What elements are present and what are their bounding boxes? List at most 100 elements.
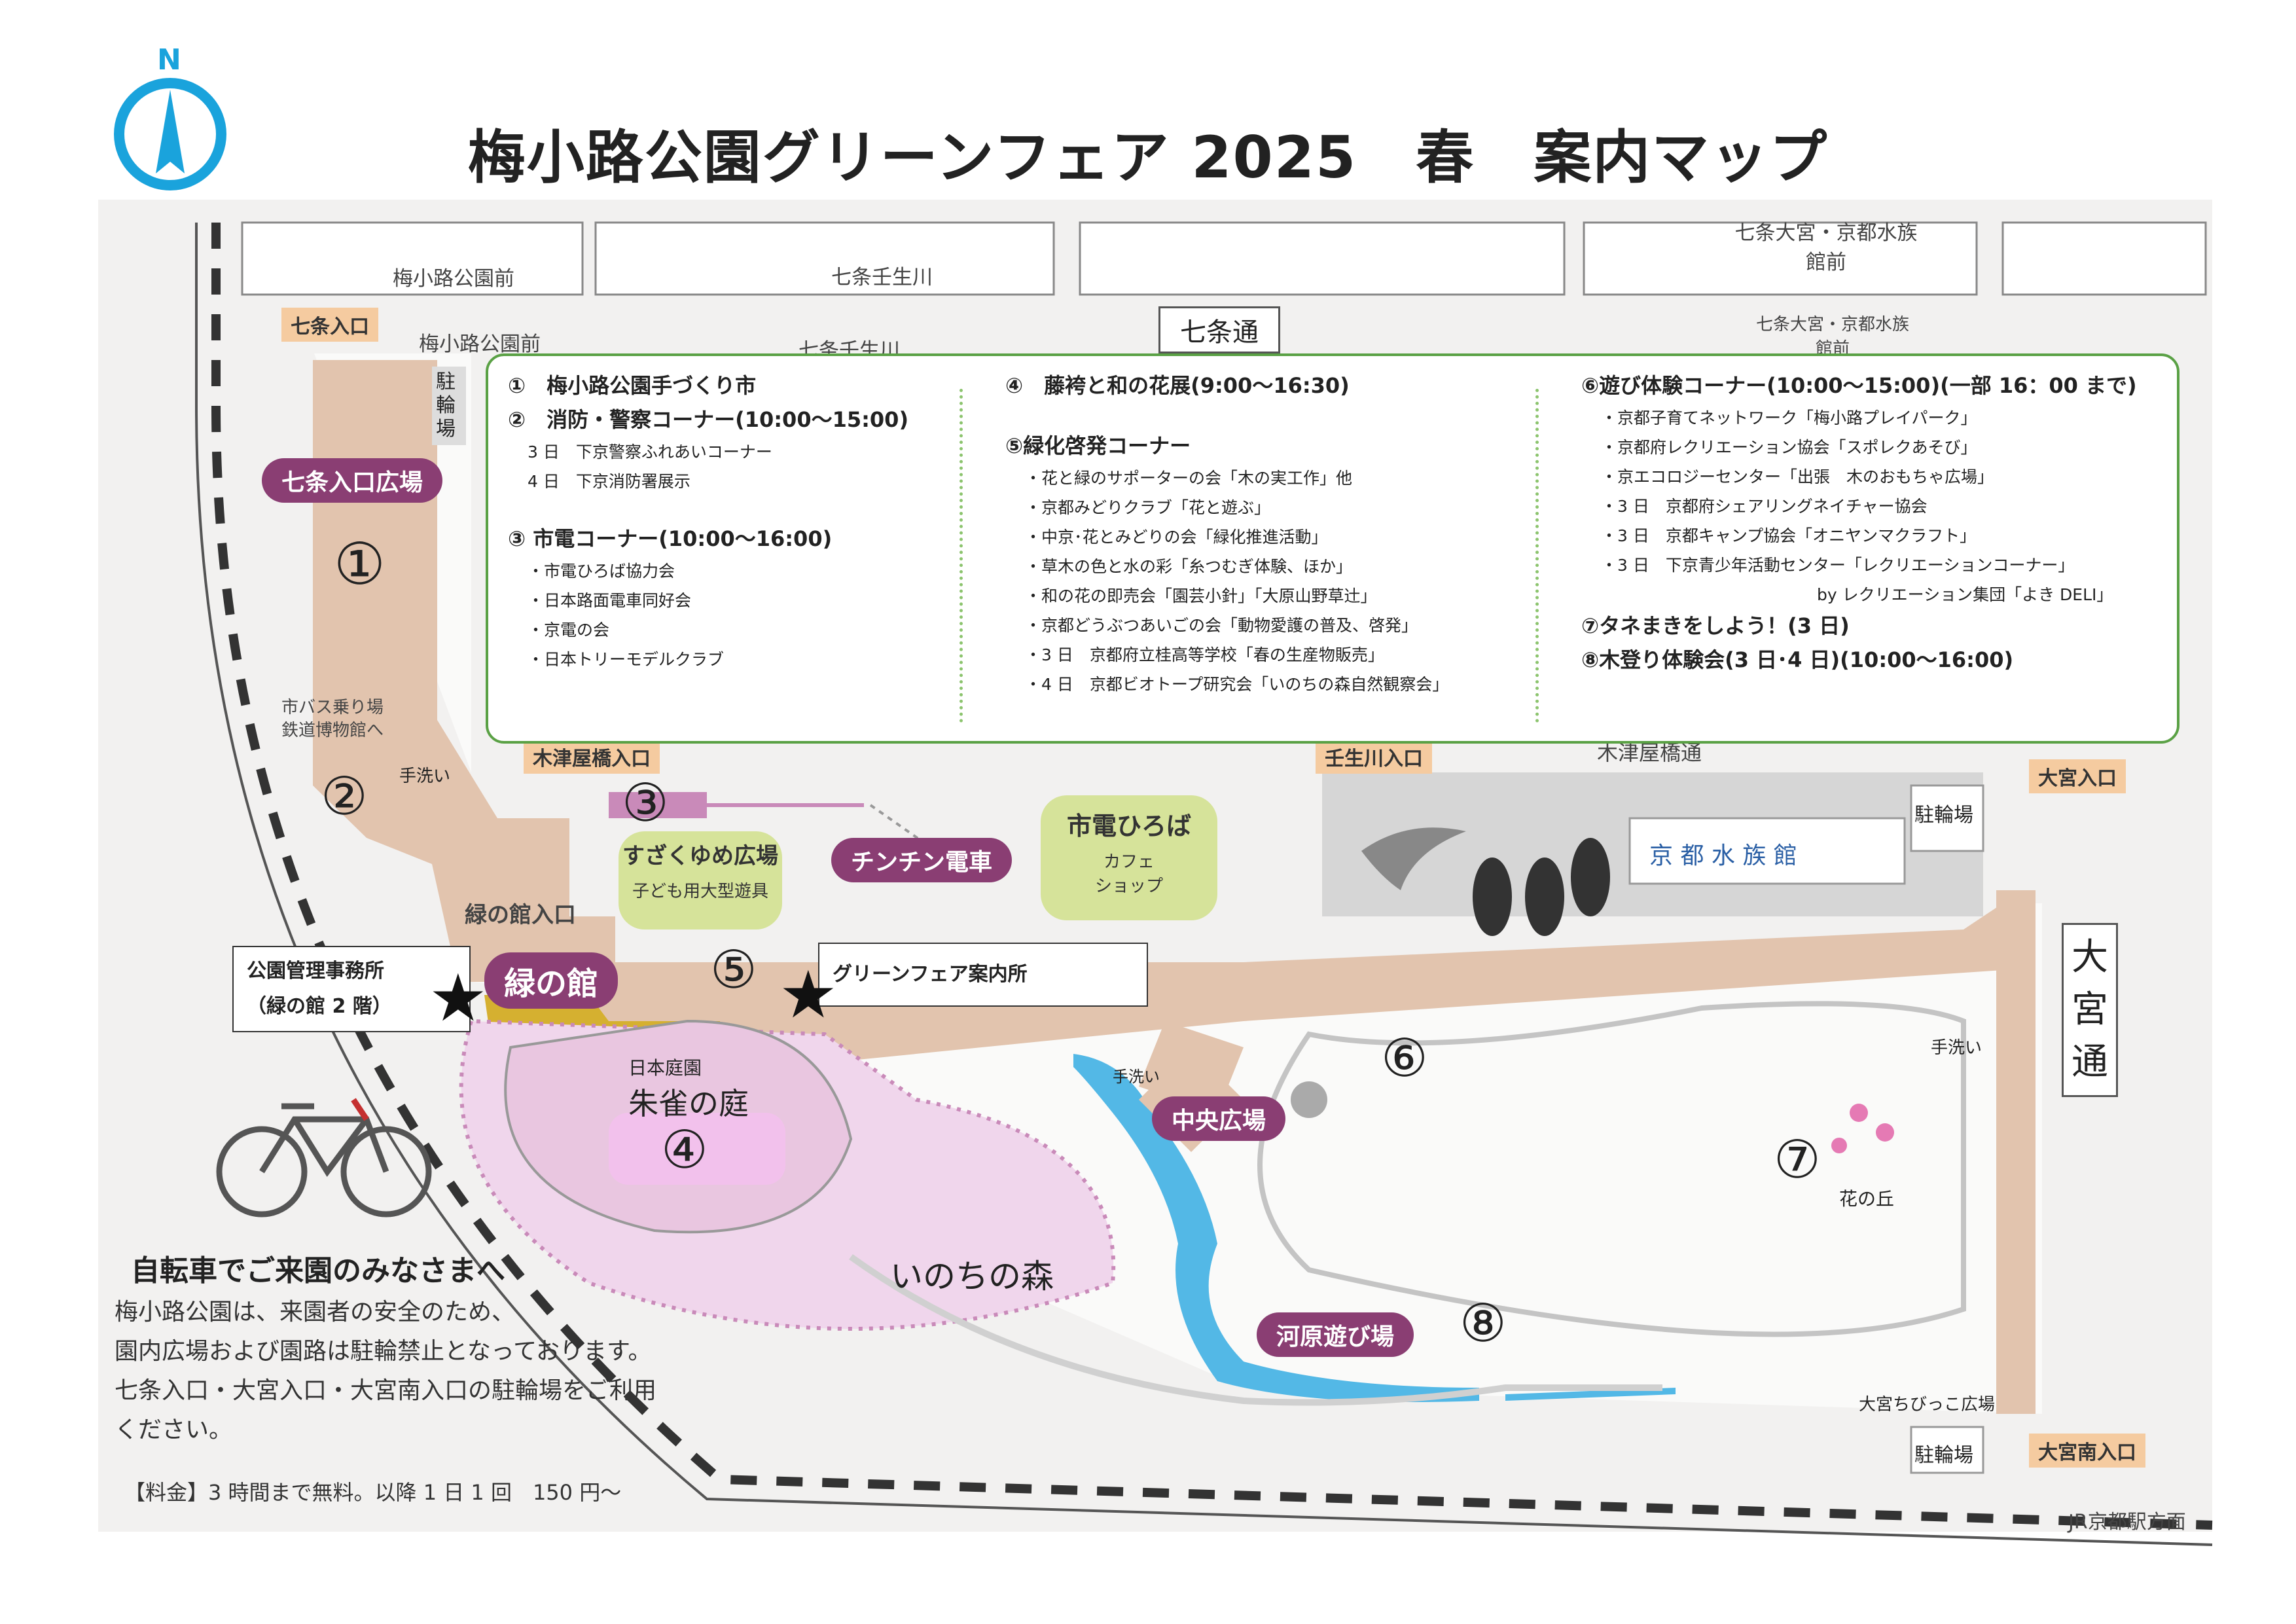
plaza-shichijo: 七条入口広場 xyxy=(262,458,443,503)
entrance-omiya-south: 大宮南入口 xyxy=(2029,1434,2145,1468)
north-label: N xyxy=(157,43,181,77)
legend-item: ・3 日 下京青少年活動センター「レクリエーションコーナー」 xyxy=(1601,556,2075,575)
plaza-chinchin: チンチン電車 xyxy=(831,838,1013,882)
office-line2: （緑の館 2 階） xyxy=(247,995,392,1018)
legend-heading: ④ 藤袴と和の花展(9:00～16:30) xyxy=(1005,373,1350,398)
aquarium-label: 京 都 水 族 館 xyxy=(1649,842,1797,869)
entrance-midori: 緑の館入口 xyxy=(465,902,576,928)
legend-divider xyxy=(960,389,963,723)
entrance-shichijo: 七条入口 xyxy=(281,308,378,342)
bus-museum-line2: 鉄道博物館へ xyxy=(281,721,384,740)
bicycle-icon xyxy=(216,1098,432,1218)
marker-4: ④ xyxy=(661,1119,708,1180)
jr-label: JR京都駅方面 xyxy=(2068,1511,2186,1534)
bus-stop-label: 梅小路公園前 xyxy=(393,267,514,291)
legend-item: ・3 日 京都キャンプ協会「オニヤンマクラフト」 xyxy=(1601,526,1977,545)
legend-heading: ③ 市電コーナー(10:00～16:00) xyxy=(508,526,833,551)
legend-item: ・草木の色と水の彩「糸つむぎ体験、ほか」 xyxy=(1025,557,1353,576)
plaza-kawara: 河原遊び場 xyxy=(1257,1312,1414,1357)
legend-col-1: ① 梅小路公園手づくり市 ② 消防・警察コーナー(10:00～15:00) 3 … xyxy=(508,369,908,674)
info-note: グリーンフェア案内所 xyxy=(818,943,1148,1007)
legend-item: ・市電ひろば協力会 xyxy=(528,562,675,581)
suzaku-plaza-sub: 子ども用大型遊具 xyxy=(632,882,768,901)
entrance-omiya: 大宮入口 xyxy=(2029,759,2126,793)
bicycle-fee: 【料金】3 時間まで無料。以降 1 日 1 回 150 円～ xyxy=(124,1480,622,1505)
entrance-mibu: 壬生川入口 xyxy=(1316,740,1432,774)
marker-6: ⑥ xyxy=(1381,1028,1428,1089)
legend-item: by レクリエーション集団「よき DELI」 xyxy=(1817,585,2113,604)
shiden-hiroba: 市電ひろば カフェ ショップ xyxy=(1041,795,1217,920)
office-line1: 公園管理事務所 xyxy=(247,960,384,983)
marker-2: ② xyxy=(321,766,368,827)
legend-item: ・京エコロジーセンター「出張 木のおもちゃ広場」 xyxy=(1601,467,1994,486)
legend-item: ・和の花の即売会「園芸小針」「大原山野草辻」 xyxy=(1025,586,1377,605)
legend-item: ・中京･花とみどりの会「緑化推進活動」 xyxy=(1025,528,1328,547)
bicycle-line: 園内広場および園路は駐輪禁止となっております。 xyxy=(115,1338,652,1365)
marker-5: ⑤ xyxy=(710,939,757,1000)
event-legend: ① 梅小路公園手づくり市 ② 消防・警察コーナー(10:00～15:00) 3 … xyxy=(486,353,2179,744)
restroom-label: 手洗い xyxy=(1113,1068,1160,1086)
road-label-bottom: 木津屋橋通 xyxy=(1597,740,1702,765)
restroom-label: 手洗い xyxy=(1931,1038,1982,1058)
bicycle-heading: 自転車でご来園のみなさまへ xyxy=(131,1254,505,1288)
bicycle-line: ください。 xyxy=(115,1416,233,1443)
shiden-hiroba-sub1: カフェ xyxy=(1103,852,1155,872)
bus-stop-label: 梅小路公園前 xyxy=(419,333,541,356)
legend-heading: ⑥遊び体験コーナー(10:00～15:00)(一部 16：00 まで) xyxy=(1581,373,2137,398)
garden-sub: 日本庭園 xyxy=(628,1057,702,1079)
restroom-label: 手洗い xyxy=(399,767,451,786)
legend-item: 3 日 下京警察ふれあいコーナー xyxy=(528,442,772,461)
bus-stop-label: 七条大宮・京都水族館前 xyxy=(1755,315,1909,359)
legend-heading: ② 消防・警察コーナー(10:00～15:00) xyxy=(508,407,909,432)
road-label-top: 七条通 xyxy=(1158,306,1280,353)
bicycle-line: 梅小路公園は、来園者の安全のため、 xyxy=(115,1299,516,1326)
building-midori: 緑の館 xyxy=(484,952,619,1009)
marker-7: ⑦ xyxy=(1774,1129,1821,1190)
bicycle-line: 七条入口・大宮入口・大宮南入口の駐輪場をご利用 xyxy=(115,1377,657,1404)
bus-stop-label: 七条大宮・京都水族館前 xyxy=(1734,221,1918,274)
marker-8: ⑧ xyxy=(1460,1293,1507,1354)
legend-item: ・日本路面電車同好会 xyxy=(528,591,692,610)
legend-item: ・京都府レクリエーション協会「スポレクあそび」 xyxy=(1601,438,1977,457)
suzaku-plaza-name: すざくゆめ広場 xyxy=(622,843,778,869)
legend-item: ・日本トリーモデルクラブ xyxy=(528,650,725,669)
garden-name: 朱雀の庭 xyxy=(628,1086,749,1121)
plaza-central: 中央広場 xyxy=(1152,1096,1286,1141)
legend-item: ・京都子育てネットワーク「梅小路プレイパーク」 xyxy=(1601,408,1977,427)
legend-item: ・3 日 京都府立桂高等学校「春の生産物販売」 xyxy=(1025,645,1384,664)
legend-item: ・京電の会 xyxy=(528,621,610,640)
marker-1: ① xyxy=(334,530,386,598)
legend-col-2: ④ 藤袴と和の花展(9:00～16:30) ⑤緑化啓発コーナー ・花と緑のサポー… xyxy=(1005,369,1448,699)
legend-heading: ① 梅小路公園手づくり市 xyxy=(508,373,757,398)
bus-stop-label: 七条壬生川 xyxy=(831,266,933,289)
page-title: 梅小路公園グリーンフェア 2025 春 案内マップ xyxy=(467,124,1829,191)
shiden-hiroba-sub2: ショップ xyxy=(1094,876,1163,896)
parking-label: 駐輪場 xyxy=(432,367,466,445)
legend-item: 4 日 下京消防署展示 xyxy=(528,472,691,491)
legend-item: ・花と緑のサポーターの会「木の実工作」他 xyxy=(1025,469,1353,488)
hill-label: 花の丘 xyxy=(1839,1188,1895,1210)
legend-item: ・京都どうぶつあいごの会「動物愛護の普及、啓発」 xyxy=(1025,616,1418,635)
chibikko-label: 大宮ちびっこ広場 xyxy=(1859,1395,1996,1415)
legend-heading: ⑤緑化啓発コーナー xyxy=(1005,433,1191,458)
bus-museum-line1: 市バス乗り場 xyxy=(281,698,384,717)
legend-heading: ⑦タネまきをしよう！(3 日) xyxy=(1581,613,1850,638)
suzaku-plaza: すざくゆめ広場 子ども用大型遊具 xyxy=(619,831,782,929)
info-star-icon: ★ xyxy=(779,956,838,1033)
road-label-right: 大宮通 xyxy=(2062,923,2118,1097)
legend-item: ・京都みどりクラブ「花と遊ぶ」 xyxy=(1025,498,1271,517)
legend-item: ・3 日 京都府シェアリングネイチャー協会 xyxy=(1601,497,1928,516)
office-note: 公園管理事務所 （緑の館 2 階） xyxy=(232,946,471,1032)
marker-3: ③ xyxy=(622,772,669,833)
office-star-icon: ★ xyxy=(429,960,488,1036)
parking-label: 駐輪場 xyxy=(1914,1444,1973,1467)
legend-item: ・4 日 京都ビオトープ研究会「いのちの森自然観察会」 xyxy=(1025,675,1449,694)
forest-label: いのちの森 xyxy=(890,1257,1054,1295)
legend-divider xyxy=(1535,389,1539,723)
info-center-label: グリーンフェア案内所 xyxy=(833,963,1028,986)
compass-icon xyxy=(114,78,226,190)
legend-col-3: ⑥遊び体験コーナー(10:00～15:00)(一部 16：00 まで) ・京都子… xyxy=(1581,369,2137,677)
entrance-kizuya: 木津屋橋入口 xyxy=(524,740,660,774)
shiden-hiroba-name: 市電ひろば xyxy=(1066,812,1191,840)
